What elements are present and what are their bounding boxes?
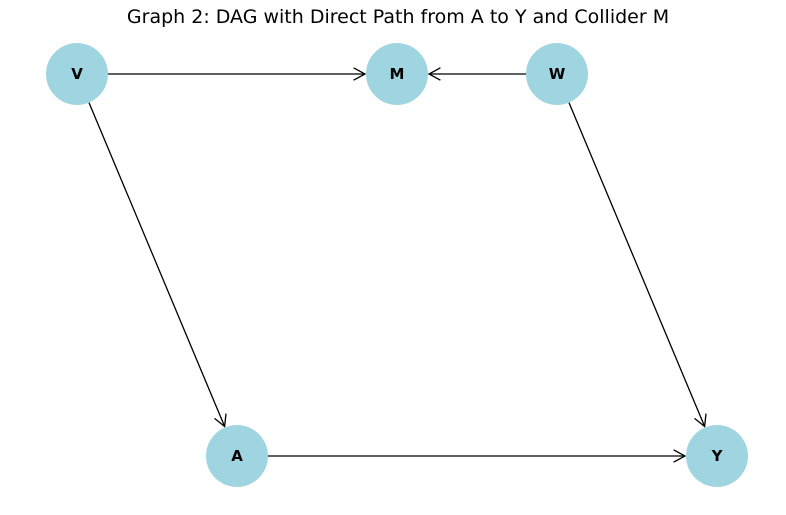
edge-line [568, 102, 706, 427]
arrowhead-icon [353, 67, 367, 81]
edge-v-to-a [88, 102, 227, 428]
node-circle [206, 425, 268, 487]
node-label: M [390, 65, 405, 83]
arrowhead-icon [694, 413, 707, 428]
diagram-title: Graph 2: DAG with Direct Path from A to … [126, 6, 670, 28]
node-m: M [366, 43, 428, 105]
arrowhead-icon [427, 67, 441, 81]
edges-layer [88, 67, 707, 463]
node-circle [46, 43, 108, 105]
node-y: Y [686, 425, 748, 487]
edge-line [88, 102, 226, 427]
node-label: V [71, 65, 83, 83]
node-a: A [206, 425, 268, 487]
node-circle [366, 43, 428, 105]
edge-w-to-m [427, 67, 526, 81]
node-v: V [46, 43, 108, 105]
arrowhead-icon [673, 449, 687, 463]
edge-w-to-y [568, 102, 707, 428]
edge-a-to-y [268, 449, 687, 463]
node-w: W [526, 43, 588, 105]
edge-v-to-m [108, 67, 367, 81]
arrowhead-icon [214, 413, 227, 428]
node-label: A [231, 447, 243, 465]
node-circle [686, 425, 748, 487]
node-circle [526, 43, 588, 105]
node-label: Y [711, 447, 724, 465]
node-label: W [549, 65, 566, 83]
nodes-layer: V M W A Y [46, 43, 748, 487]
